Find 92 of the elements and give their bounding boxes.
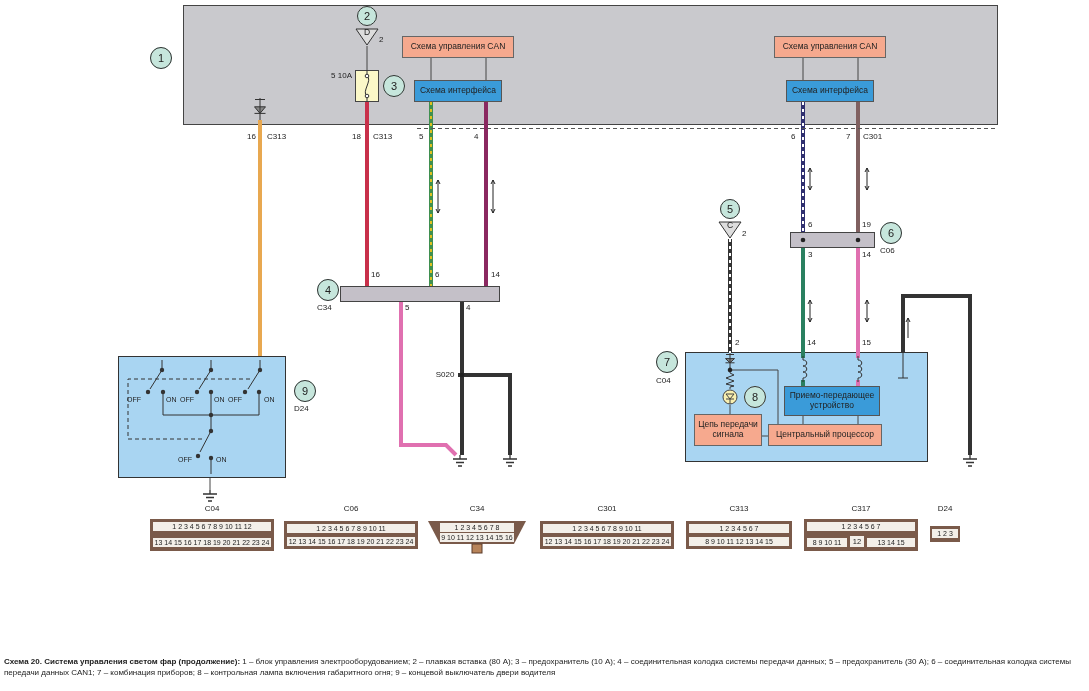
wire	[801, 248, 805, 386]
connector-code: C06	[880, 247, 896, 256]
ground-symbol	[452, 455, 468, 467]
ground-symbol	[962, 455, 978, 467]
wire	[857, 415, 859, 425]
wire	[729, 404, 731, 415]
wire	[458, 373, 512, 455]
diode-symbol	[254, 98, 266, 120]
wire	[258, 120, 262, 356]
connector-code: C34	[468, 505, 486, 514]
wire	[484, 102, 488, 286]
lamp-icon	[722, 389, 738, 405]
pin-number: 19	[862, 221, 871, 230]
wire	[856, 102, 860, 232]
connector-block	[790, 232, 875, 248]
pin-number: C313	[373, 133, 393, 142]
pin-number: C313	[267, 133, 287, 142]
wire	[399, 302, 458, 457]
connector-code: C04	[656, 377, 671, 386]
callout-number: 2	[357, 6, 377, 26]
pin-number: 5	[419, 133, 424, 142]
callout-number: 6	[880, 222, 902, 244]
pin-number: 14	[807, 339, 816, 348]
diode-symbol	[725, 353, 735, 367]
wire	[430, 57, 432, 81]
wire	[857, 57, 859, 81]
circuit-block: Схема управления CAN	[402, 36, 514, 58]
pin-number: 2	[379, 36, 385, 45]
wire	[856, 248, 860, 386]
wire	[802, 415, 804, 425]
pin-number: 16	[247, 133, 256, 142]
pin-number: 2	[742, 230, 748, 239]
wire	[209, 477, 211, 491]
pin-number: 3	[808, 251, 813, 260]
pin-number: 5	[405, 304, 410, 313]
connector-code: D24	[294, 405, 310, 414]
callout-number: 7	[656, 351, 678, 373]
circuit-block: Приемо-передающее устройство	[784, 386, 880, 416]
callout-number: 9	[294, 380, 316, 402]
circuit-block: Центральный процессор	[768, 424, 882, 446]
pin-number: 6	[808, 221, 813, 230]
connector-code: C313	[728, 505, 750, 514]
wire	[429, 101, 433, 287]
callout-number: 5	[720, 199, 740, 219]
wire	[366, 45, 368, 71]
pin-number: 4	[466, 304, 471, 313]
splice-label: S020	[432, 369, 458, 381]
pin-number: 7	[846, 133, 851, 142]
connector-code: C04	[203, 505, 221, 514]
caption: Схема 20. Система управления светом фар (продолжение): 1 – блок управления электрооборудованием; 2 – плавкая вставка (80 А); 3 – предохранитель (10 А); 4 – соединительная колодка системы передачи данных; 5 – предохранитель (30 А); 6 – соединительная колодка системы передачи данных CAN1; 7 – комбинация приборов; 8 – контрольная лампа включения габаритного огня; 9 – концевой выключатель двери водителя	[4, 657, 1072, 679]
pin-number: 6	[435, 271, 440, 280]
connector-code: D24	[936, 505, 954, 514]
pin-number: 16	[371, 271, 380, 280]
pin-number: 18	[352, 133, 361, 142]
pin-number: 15	[862, 339, 871, 348]
wire	[761, 435, 769, 437]
pin-number: 14	[491, 271, 500, 280]
wire	[801, 101, 805, 233]
control-unit-box	[183, 5, 998, 125]
connector-block	[340, 286, 500, 302]
circuit-block: Схема управления CAN	[774, 36, 886, 58]
pin-number: 4	[474, 133, 479, 142]
instrument-cluster-box	[685, 352, 928, 462]
connector-code: C34	[317, 304, 333, 313]
callout-number: 4	[317, 279, 339, 301]
callout-number: 8	[744, 386, 766, 408]
fuse-rating: 5 10A	[330, 72, 352, 81]
ground-symbol	[202, 490, 218, 502]
wire	[365, 102, 369, 286]
wire	[802, 57, 804, 81]
wire	[729, 366, 779, 425]
connector-code: C301	[596, 505, 618, 514]
circuit-block: Схема интерфейса	[414, 80, 502, 102]
connector-code: C06	[342, 505, 360, 514]
pin-number: 14	[862, 251, 871, 260]
callout-number: 1	[150, 47, 172, 69]
terminal-symbol: C	[718, 221, 742, 239]
pin-number: C301	[863, 133, 883, 142]
circuit-block: Цепь передачи сигнала	[694, 414, 762, 446]
connector-code: C317	[850, 505, 872, 514]
wire	[729, 366, 731, 390]
door-switch-box	[118, 356, 286, 478]
wire	[728, 238, 732, 354]
wire	[901, 294, 972, 455]
callout-number: 3	[383, 75, 405, 97]
wire	[485, 57, 487, 81]
circuit-block: Схема интерфейса	[786, 80, 874, 102]
terminal-symbol: D	[355, 28, 379, 46]
fuse-symbol	[355, 70, 379, 102]
pin-number: 2	[735, 339, 740, 348]
ground-symbol	[502, 455, 518, 467]
pin-number: 6	[791, 133, 796, 142]
